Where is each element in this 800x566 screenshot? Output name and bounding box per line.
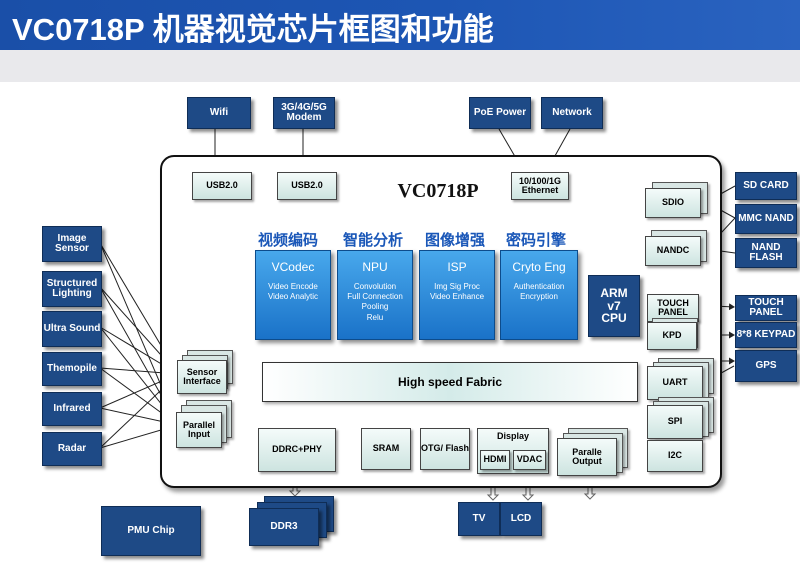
ultra-sound-box: Ultra Sound: [42, 311, 102, 347]
keypad-box: 8*8 KEYPAD: [735, 322, 797, 348]
radar-box: Radar: [42, 432, 102, 466]
sd-card-box: SD CARD: [735, 172, 797, 200]
isp-caption: 图像增强: [425, 232, 486, 249]
wifi-box: Wifi: [187, 97, 251, 129]
sdio-box: SDIO: [645, 188, 701, 218]
spi-box: SPI: [647, 405, 703, 439]
ddrc-phy-box: DDRC+PHY: [258, 428, 336, 472]
isp-desc: Img Sig Proc Video Enhance: [429, 281, 485, 301]
npu-title: NPU: [362, 260, 388, 274]
kpd-box: KPD: [647, 322, 697, 350]
mmc-nand-box: MMC NAND: [735, 204, 797, 234]
sub-band: [0, 50, 800, 82]
ddr3-box: DDR3: [249, 508, 319, 546]
isp-title: ISP: [447, 260, 467, 274]
display-label: Display: [496, 431, 529, 441]
infrared-box: Infrared: [42, 392, 102, 426]
nand-flash-box: NAND FLASH: [735, 238, 797, 268]
npu-desc: Convolution Full Connection Pooling Relu: [347, 281, 403, 322]
otg-flash-box: OTG/ Flash: [420, 428, 470, 470]
sensor-interface-box: Sensor Interface: [177, 360, 227, 394]
usb-port-1: USB2.0: [192, 172, 252, 200]
image-sensor-box: Image Sensor: [42, 226, 102, 262]
sram-box: SRAM: [361, 428, 411, 470]
themopile-box: Themopile: [42, 352, 102, 386]
usb-port-2: USB2.0: [277, 172, 337, 200]
cryto-block: Cryto Eng Authentication Encryption: [500, 250, 578, 340]
nandc-box: NANDC: [645, 236, 701, 266]
npu-block: NPU Convolution Full Connection Pooling …: [337, 250, 413, 340]
lcd-box: LCD: [500, 502, 542, 536]
i2c-box: I2C: [647, 440, 703, 472]
chip-name: VC0718P: [397, 180, 479, 202]
parallel-output-box: Paralle Output: [557, 438, 617, 476]
tv-box: TV: [458, 502, 500, 536]
structured-lighting-box: Structured Lighting: [42, 271, 102, 307]
cryto-title: Cryto Eng: [512, 260, 566, 274]
touch-panel-external-box: TOUCH PANEL: [735, 295, 797, 321]
high-speed-fabric: High speed Fabric: [262, 362, 638, 402]
vcodec-block: VCodec Video Encode Video Analytic: [255, 250, 331, 340]
poe-power-box: PoE Power: [469, 97, 531, 129]
ethernet-port: 10/100/1G Ethernet: [511, 172, 569, 200]
touch-panel-internal-box: TOUCH PANEL: [647, 294, 699, 322]
gps-box: GPS: [735, 350, 797, 382]
cryto-desc: Authentication Encryption: [513, 281, 565, 301]
hdmi-box: HDMI: [480, 450, 510, 470]
vcodec-title: VCodec: [271, 260, 315, 274]
uart-box: UART: [647, 366, 703, 400]
modem-box: 3G/4G/5G Modem: [273, 97, 335, 129]
cpu-block: ARM v7 CPU: [588, 275, 640, 337]
vcodec-caption: 视频编码: [258, 232, 319, 249]
cryto-caption: 密码引擎: [506, 232, 567, 249]
pmu-chip-box: PMU Chip: [101, 506, 201, 556]
network-box: Network: [541, 97, 603, 129]
vcodec-desc: Video Encode Video Analytic: [267, 281, 319, 301]
parallel-input-box: Parallel Input: [176, 412, 222, 448]
title-bar: [0, 0, 800, 50]
vdac-box: VDAC: [513, 450, 546, 470]
page-title: VC0718P 机器视觉芯片框图和功能: [12, 12, 494, 47]
npu-caption: 智能分析: [343, 232, 404, 249]
isp-block: ISP Img Sig Proc Video Enhance: [419, 250, 495, 340]
